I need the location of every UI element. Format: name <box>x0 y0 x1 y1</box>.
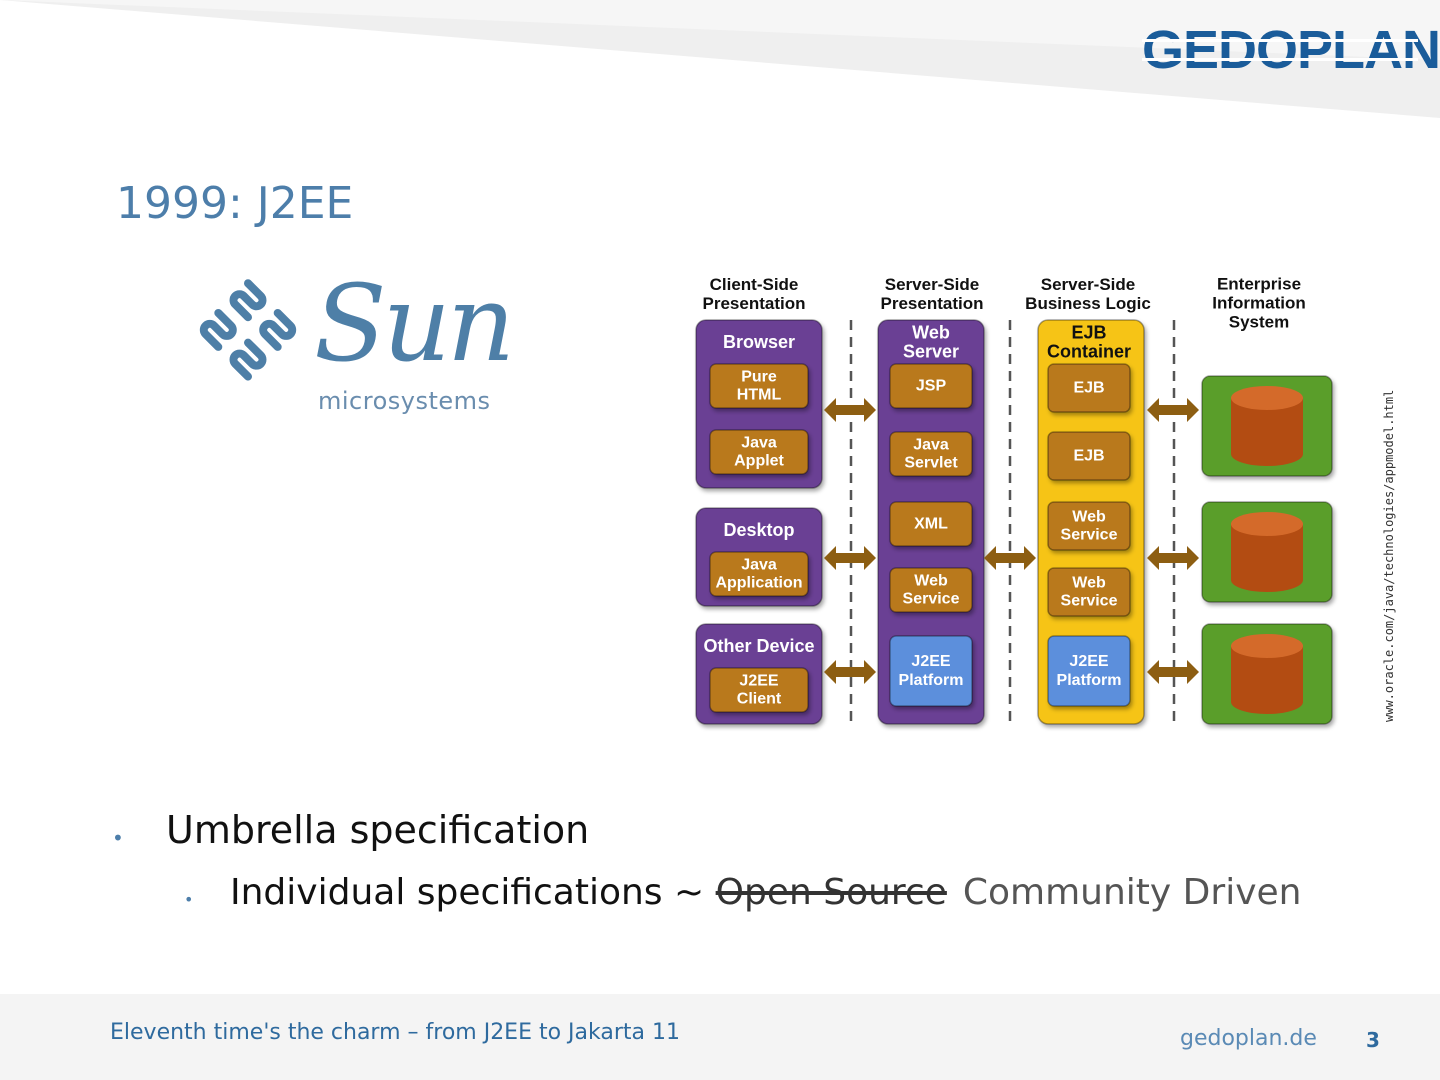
component-label: Service <box>1061 527 1118 544</box>
database-top <box>1231 512 1303 536</box>
component-box <box>889 567 973 613</box>
header-band <box>0 0 1440 118</box>
source-url: www.oracle.com/java/technologies/appmode… <box>1382 389 1396 722</box>
component-box <box>1047 501 1131 551</box>
component-label: Web <box>1072 509 1106 526</box>
component-box <box>709 667 809 713</box>
component-box <box>709 551 809 597</box>
column-header: Server-Side <box>885 275 980 294</box>
bidirectional-arrow-icon <box>824 546 876 570</box>
bidirectional-arrow-icon <box>1147 660 1199 684</box>
component-label: EJB <box>1073 448 1104 465</box>
column-header: Client-Side <box>710 275 799 294</box>
bullet-text: Umbrella specification <box>166 808 590 852</box>
sun-microsystems-logo: Sun microsystems <box>186 269 526 425</box>
component-box <box>1047 567 1131 617</box>
database-icon <box>1231 524 1303 592</box>
bullet-marker: • <box>184 890 194 909</box>
database-top <box>1231 386 1303 410</box>
gedoplan-logo: GEDOPLAN <box>1142 20 1440 80</box>
component-label: HTML <box>737 387 782 404</box>
footer-title: Eleventh time's the charm – from J2EE to… <box>110 1020 681 1045</box>
sun-subtitle: microsystems <box>318 387 491 415</box>
sub-bullet-text: Individual specifications ~ Open Source C… <box>230 872 1301 913</box>
component-label: Servlet <box>904 455 958 472</box>
client-group-title: Other Device <box>703 636 814 656</box>
j2ee-platform-box <box>889 635 973 707</box>
component-label: Service <box>903 591 960 608</box>
component-label: Web <box>914 573 948 590</box>
bidirectional-arrow-icon <box>824 660 876 684</box>
column-header: Business Logic <box>1025 294 1151 313</box>
sub-bullet-prefix: Individual specifications ~ <box>230 872 705 913</box>
database-top <box>1231 634 1303 658</box>
page-number: 3 <box>1366 1028 1380 1052</box>
bidirectional-arrow-icon <box>1147 546 1199 570</box>
component-label: Java <box>741 435 777 452</box>
slide-title: 1999: J2EE <box>116 178 354 229</box>
client-group-title: Desktop <box>723 520 794 540</box>
platform-label: J2EE <box>1069 653 1108 670</box>
component-box <box>1047 363 1131 413</box>
database-icon <box>1231 646 1303 714</box>
component-box <box>889 363 973 409</box>
component-label: JSP <box>916 378 947 395</box>
bidirectional-arrow-icon <box>824 398 876 422</box>
component-label: XML <box>914 516 948 533</box>
component-label: Java <box>913 437 949 454</box>
bullet-marker: • <box>112 826 124 850</box>
component-label: Web <box>1072 575 1106 592</box>
sun-wordmark: Sun <box>314 262 515 385</box>
web-server-title: Web <box>912 323 950 343</box>
component-label: EJB <box>1073 380 1104 397</box>
web-server-title: Server <box>903 342 959 362</box>
j2ee-architecture-diagram: Client-SidePresentationServer-SidePresen… <box>695 275 1333 725</box>
platform-label: J2EE <box>911 653 950 670</box>
component-box <box>889 501 973 547</box>
bidirectional-arrow-icon <box>1147 398 1199 422</box>
column-header: Presentation <box>703 294 806 313</box>
component-box <box>709 363 809 409</box>
column-header: System <box>1229 313 1289 332</box>
footer: Eleventh time's the charm – from J2EE to… <box>0 994 1440 1080</box>
column-header: Presentation <box>881 294 984 313</box>
client-group-title: Browser <box>723 332 795 352</box>
component-label: Applet <box>734 453 784 470</box>
component-box <box>889 431 973 477</box>
column-header: Server-Side <box>1041 275 1136 294</box>
component-label: Client <box>737 691 782 708</box>
database-icon <box>1231 398 1303 466</box>
ejb-container-title: EJB <box>1071 323 1106 343</box>
column-header: Enterprise <box>1217 275 1301 294</box>
j2ee-platform-box <box>1047 635 1131 707</box>
replacement-text: Community Driven <box>962 872 1302 913</box>
platform-label: Platform <box>899 672 964 689</box>
component-label: Java <box>741 557 777 574</box>
struck-text: Open Source <box>715 872 947 913</box>
ejb-container-title: Container <box>1047 342 1131 362</box>
component-label: J2EE <box>739 673 778 690</box>
component-box <box>1047 431 1131 481</box>
component-label: Application <box>715 575 802 592</box>
platform-label: Platform <box>1057 672 1122 689</box>
component-label: Pure <box>741 369 777 386</box>
bidirectional-arrow-icon <box>984 546 1036 570</box>
footer-url[interactable]: gedoplan.de <box>1180 1026 1317 1051</box>
sun-logo-mark-icon <box>199 279 297 381</box>
column-header: Information <box>1212 294 1306 313</box>
component-label: Service <box>1061 593 1118 610</box>
component-box <box>709 429 809 475</box>
